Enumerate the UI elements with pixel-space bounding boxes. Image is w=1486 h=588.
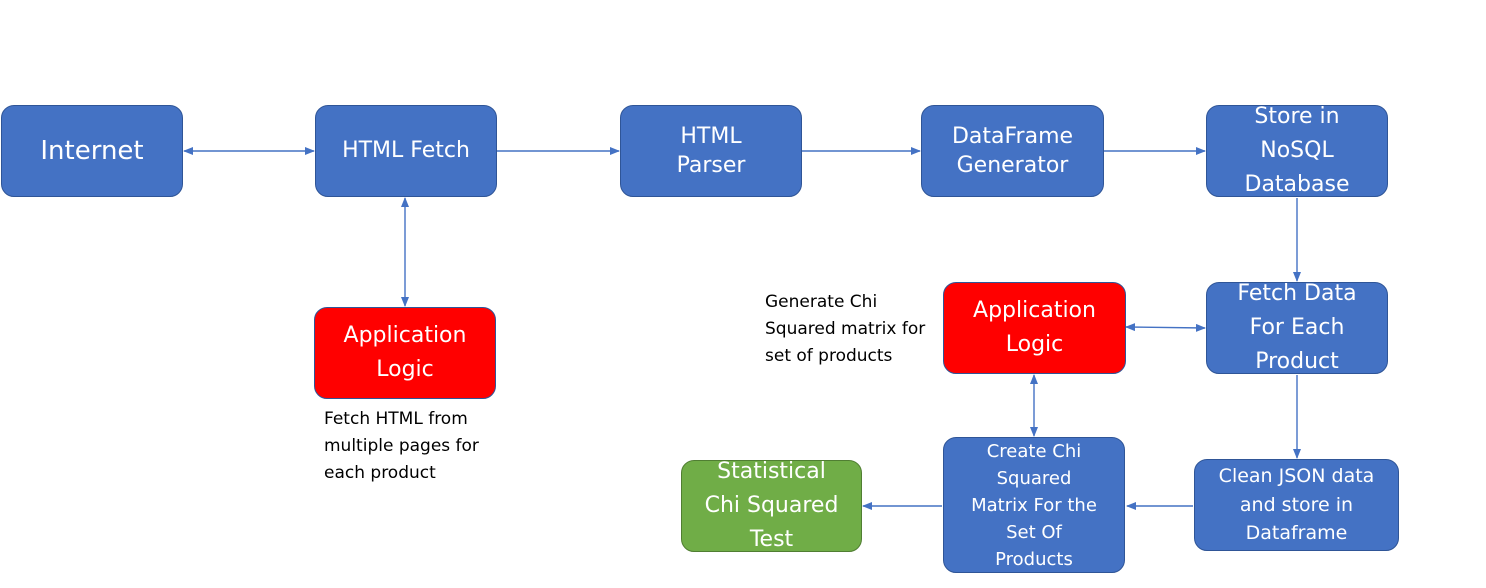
node-html-parser: HTML Parser [620, 105, 802, 197]
node-application-logic-top: Application Logic [314, 307, 496, 399]
node-statistical-test-label: Statistical Chi Squared Test [704, 458, 839, 553]
node-html-parser-label: HTML Parser [676, 123, 746, 178]
arrow-app-logic-fetch-data [1125, 323, 1206, 332]
node-create-chi-label: Create Chi Squared Matrix For the Set Of… [971, 440, 1097, 570]
node-create-chi: Create Chi Squared Matrix For the Set Of… [943, 437, 1125, 573]
node-application-logic-right-label: Application Logic [973, 297, 1096, 357]
node-clean-json: Clean JSON data and store in Dataframe [1194, 459, 1399, 551]
node-internet: Internet [1, 105, 183, 197]
note-fetch-html: Fetch HTML from multiple pages for each … [324, 409, 479, 484]
node-fetch-data: Fetch Data For Each Product [1206, 281, 1388, 374]
node-dataframe-generator-label: DataFrame Generator [951, 123, 1074, 178]
node-statistical-test: Statistical Chi Squared Test [681, 459, 862, 552]
node-html-fetch-label: HTML Fetch [342, 138, 470, 164]
note-generate-chi: Generate Chi Squared matrix for set of p… [765, 292, 926, 367]
node-internet-label: Internet [40, 135, 144, 166]
node-dataframe-generator: DataFrame Generator [921, 105, 1104, 197]
node-html-fetch: HTML Fetch [315, 105, 497, 197]
node-application-logic-right: Application Logic [943, 282, 1126, 374]
node-fetch-data-label: Fetch Data For Each Product [1237, 280, 1357, 375]
node-clean-json-label: Clean JSON data and store in Dataframe [1218, 465, 1375, 545]
node-application-logic-top-label: Application Logic [343, 322, 467, 382]
node-store-nosql-label: Store in NoSQL Database [1244, 103, 1350, 198]
node-store-nosql: Store in NoSQL Database [1206, 104, 1388, 197]
